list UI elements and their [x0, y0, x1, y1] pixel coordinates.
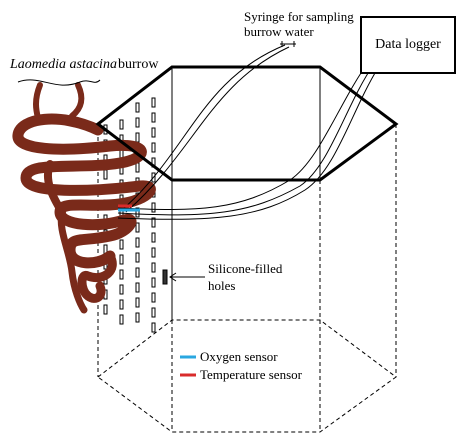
legend-temperature-label: Temperature sensor [200, 367, 302, 382]
silicone-arrow-icon [169, 272, 205, 282]
perforation-slot [103, 304, 108, 315]
perforation-slot [151, 112, 156, 123]
syringe-label-line2: burrow water [244, 24, 314, 39]
perforation-slot [119, 314, 124, 325]
perforation-slot [151, 97, 156, 108]
perforation-slot [151, 277, 156, 288]
perforation-slot [135, 162, 140, 173]
species-label: Laomedia astacina [10, 57, 117, 72]
perforation-slot [135, 222, 140, 233]
syringe-icon [280, 41, 296, 47]
perforation-slot [135, 297, 140, 308]
perforation-slot [135, 132, 140, 143]
perforation-slot [135, 267, 140, 278]
perforation-slot [151, 217, 156, 228]
perforation-slot [119, 299, 124, 310]
data-logger-box: Data logger [360, 16, 456, 74]
perforation-slot [151, 292, 156, 303]
perforation-slot [135, 102, 140, 113]
perforation-slot [151, 322, 156, 333]
species-pointer [17, 79, 101, 86]
data-logger-label: Data logger [375, 37, 441, 52]
perforation-slot [135, 252, 140, 263]
perforation-slot [135, 117, 140, 128]
perforation-slot [151, 142, 156, 153]
perforation-slot [151, 262, 156, 273]
perforation-slot [119, 254, 124, 265]
silicone-label-line2: holes [208, 278, 236, 293]
perforation-slot [135, 282, 140, 293]
perforation-slot [119, 284, 124, 295]
perforation-slot [135, 207, 140, 218]
perforation-slot [135, 312, 140, 323]
perforation-slot [135, 237, 140, 248]
perforation-slot [119, 119, 124, 130]
burrow-label: burrow [118, 57, 159, 72]
perforation-slot [151, 247, 156, 258]
legend-oxygen-label: Oxygen sensor [200, 349, 278, 364]
perforation-slot [151, 307, 156, 318]
perforation-slot [151, 127, 156, 138]
perforation-slot [103, 169, 108, 180]
syringe-label-line1: Syringe for sampling [244, 9, 354, 24]
perforation-slot [151, 232, 156, 243]
perforation-slot [119, 269, 124, 280]
burrow-illustration [12, 82, 156, 314]
silicone-hole-marker [162, 269, 168, 285]
top-hexagon [95, 65, 399, 182]
sensor-cables [117, 44, 379, 220]
perforation-slot [119, 239, 124, 250]
silicone-label-line1: Silicone-filled [208, 261, 283, 276]
perforation-slot [151, 202, 156, 213]
